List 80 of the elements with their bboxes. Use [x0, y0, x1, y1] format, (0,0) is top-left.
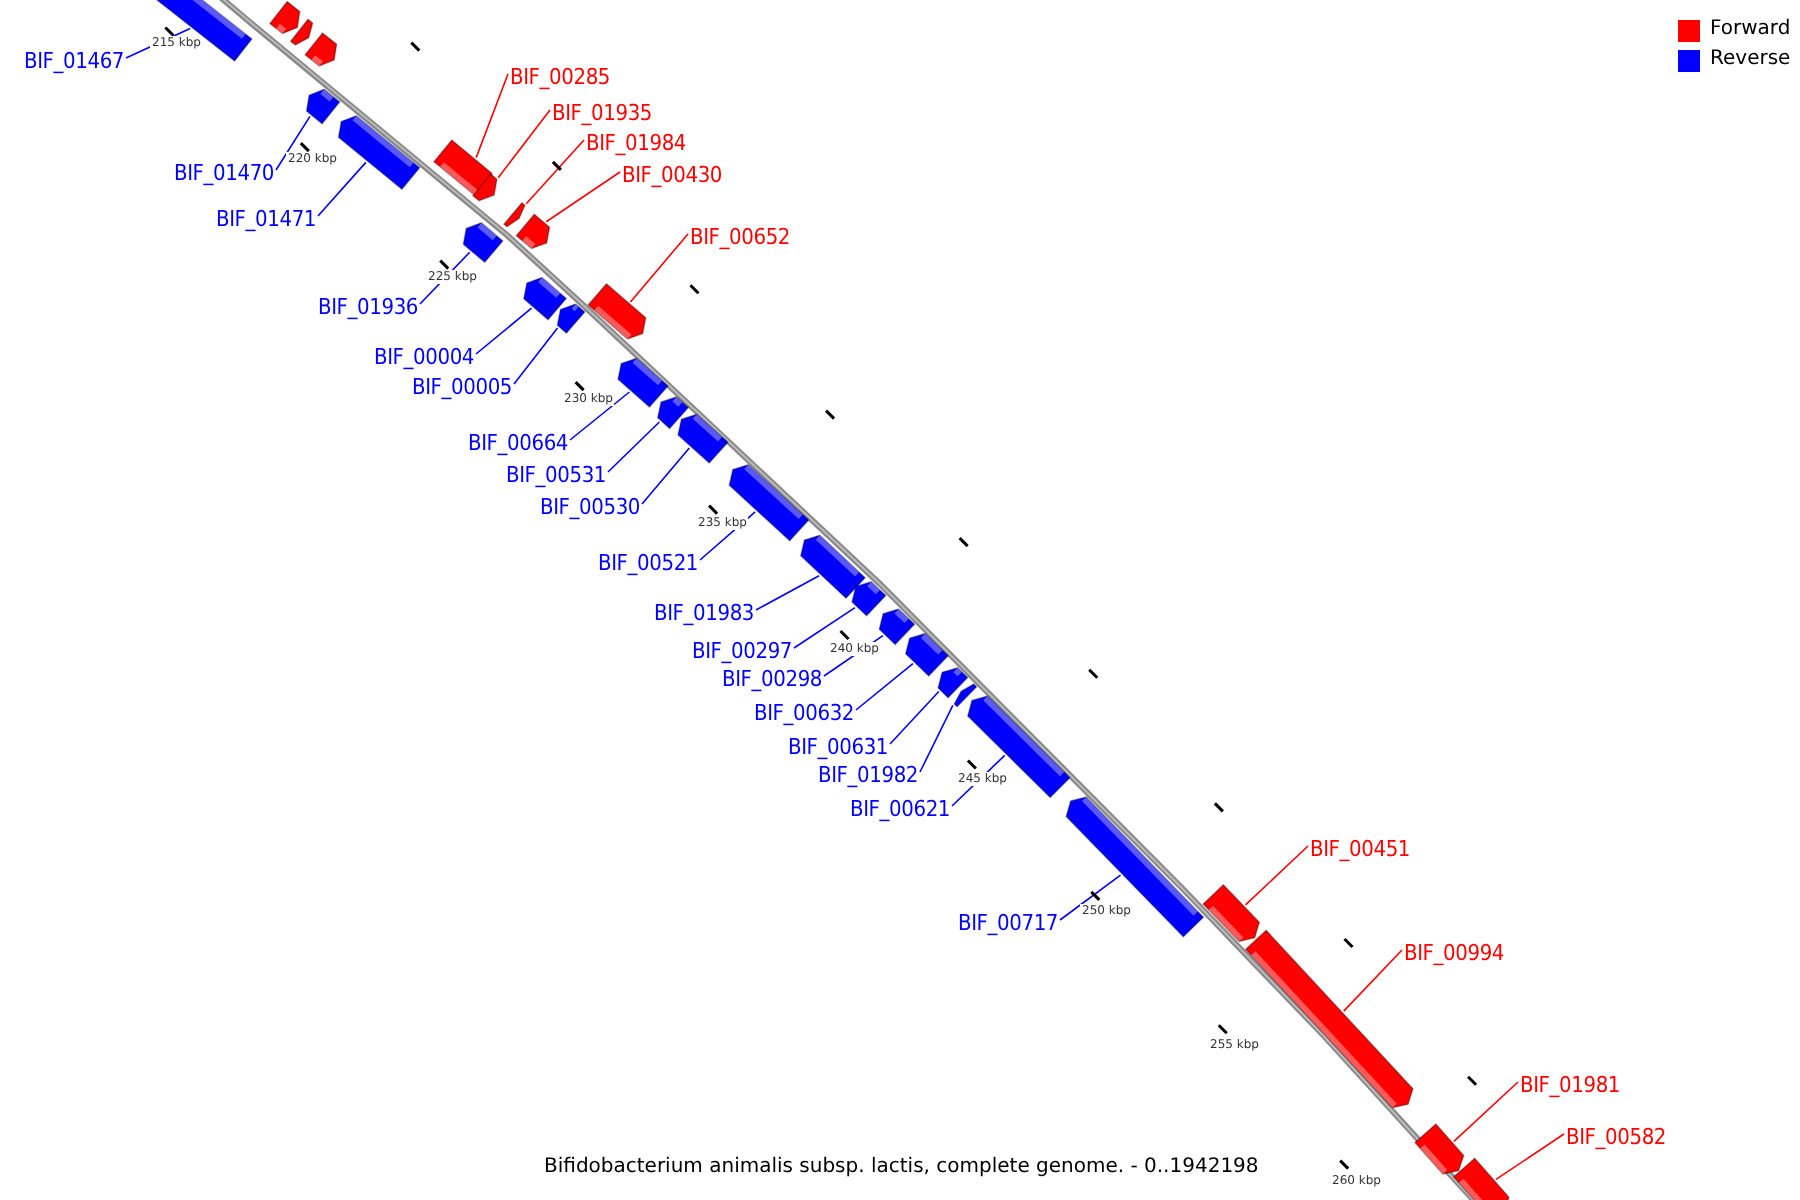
leader-line [755, 574, 820, 611]
gene-label: BIF_00631 [788, 734, 889, 760]
gene-bar [937, 667, 969, 699]
gene-label: BIF_00004 [374, 344, 475, 370]
leader-line [1244, 845, 1309, 906]
gene-bar [305, 88, 341, 125]
leader-line [475, 307, 533, 355]
leader-line [1059, 874, 1122, 921]
gene-bar [1202, 883, 1261, 943]
gene-bar [587, 282, 647, 340]
gene-bar [728, 463, 810, 542]
gene-bar [289, 18, 314, 46]
caption: Bifidobacterium animalis subsp. lactis, complete genome. - 0..1942198 [544, 1156, 1259, 1178]
gene-bar [337, 114, 421, 191]
leader-line [525, 139, 585, 205]
leader-line [475, 73, 509, 159]
gene-label: BIF_00652 [690, 224, 791, 250]
legend-label: Reverse [1710, 48, 1791, 70]
leader-line [855, 662, 914, 711]
gene-bar [878, 608, 916, 646]
leader-line [497, 109, 551, 179]
gene-bar [556, 303, 586, 335]
leader-line [629, 233, 689, 303]
legend-label: Forward [1710, 18, 1791, 40]
leader-line [275, 115, 311, 171]
gene-label: BIF_00531 [506, 462, 607, 488]
gene-label: BIF_00582 [1566, 1124, 1667, 1150]
leader-line [317, 161, 367, 217]
gene-bar [502, 201, 526, 228]
gene-label: BIF_01467 [24, 48, 125, 74]
gene-bar [1065, 796, 1205, 938]
leader-line [1453, 1081, 1519, 1143]
gene-label: BIF_00994 [1404, 940, 1505, 966]
gene-label: BIF_01936 [318, 294, 419, 320]
gene-label: BIF_00621 [850, 796, 951, 822]
gene-bar [799, 534, 867, 600]
gene-bar [1413, 1123, 1465, 1175]
gene-label: BIF_00664 [468, 430, 569, 456]
gene-label: BIF_00430 [622, 162, 723, 188]
gene-bar [656, 396, 690, 430]
gene-bar [851, 580, 887, 617]
gene-label: BIF_01470 [174, 160, 275, 186]
gene-label: BIF_00530 [540, 494, 641, 520]
leader-line [889, 690, 940, 745]
gene-bar [677, 413, 729, 465]
leader-line [569, 391, 631, 441]
leader-line [545, 171, 621, 223]
leader-line [1495, 1133, 1565, 1181]
gene-label: BIF_01983 [654, 600, 755, 626]
gene-label: BIF_01981 [1520, 1072, 1621, 1098]
gene-bar [462, 222, 504, 264]
gene-label: BIF_00521 [598, 550, 699, 576]
gene-bar [432, 139, 493, 196]
leader-line [919, 704, 954, 773]
gene-label: BIF_00451 [1310, 836, 1411, 862]
leader-line [1342, 949, 1403, 1012]
gene-bar [617, 357, 669, 409]
gene-bar [1452, 1157, 1510, 1200]
leader-line [793, 606, 856, 649]
gene-label: BIF_00297 [692, 638, 793, 664]
gene-label: BIF_00005 [412, 374, 513, 400]
gene-bar [515, 213, 551, 250]
gene-bar [523, 276, 568, 321]
gene-bar [268, 0, 301, 35]
gene-label: BIF_01471 [216, 206, 317, 232]
gene-label: BIF_00298 [722, 666, 823, 692]
gene-bar [304, 31, 338, 67]
gene-label: BIF_00632 [754, 700, 855, 726]
gene-bar [153, 0, 253, 62]
gene-bar [904, 632, 950, 677]
gene-label: BIF_01935 [552, 100, 653, 126]
leader-line [641, 447, 691, 505]
leader-line [607, 421, 661, 473]
gene-bar [471, 173, 498, 202]
gene-label: BIF_00717 [958, 910, 1059, 936]
gene-label: BIF_01982 [818, 762, 919, 788]
gene-label: BIF_01984 [586, 130, 687, 156]
gene-label: BIF_00285 [510, 64, 611, 90]
leader-line [513, 327, 559, 385]
gene-bar [953, 683, 978, 708]
